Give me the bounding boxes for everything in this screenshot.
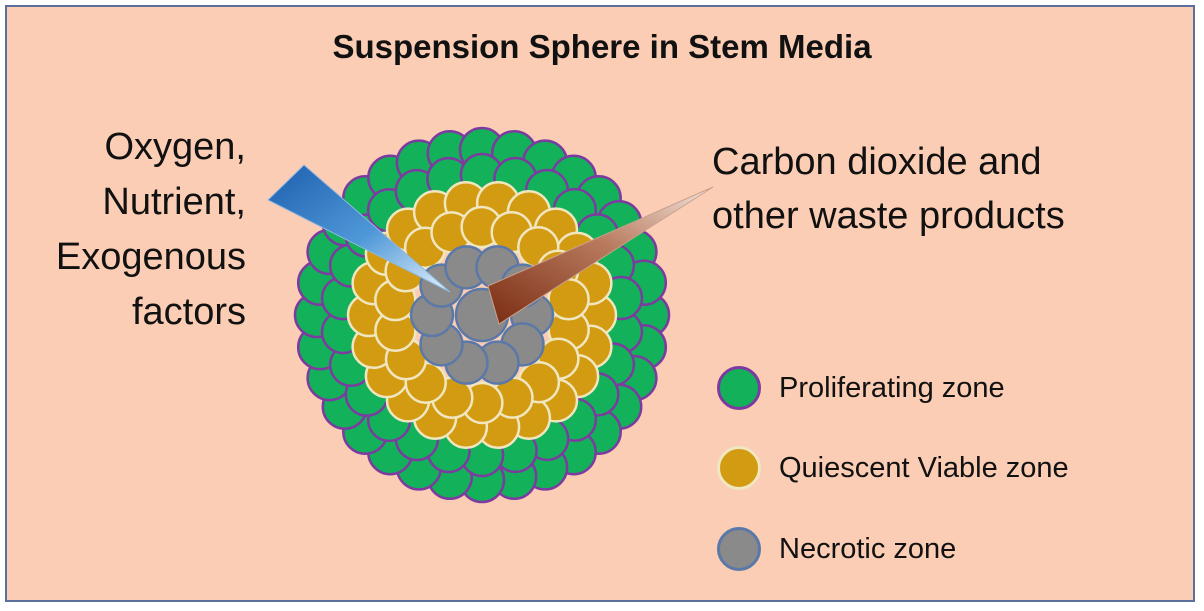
legend-quiescent: Quiescent Viable zone <box>717 446 1069 490</box>
inflow-arrow <box>267 164 451 293</box>
sphere-zones <box>293 126 671 504</box>
quiescent-swatch <box>717 446 761 490</box>
diagram-title: Suspension Sphere in Stem Media <box>332 28 872 65</box>
outflow-label: Carbon dioxide and other waste products <box>712 135 1065 243</box>
legend-necrotic: Necrotic zone <box>717 527 956 571</box>
inflow-label: Oxygen, Nutrient, Exogenous factors <box>56 120 246 340</box>
proliferating-swatch <box>717 366 761 410</box>
inflow-label-line: Nutrient, <box>102 181 246 223</box>
outflow-label-line: Carbon dioxide and <box>712 141 1042 183</box>
legend-label: Quiescent Viable zone <box>779 451 1069 484</box>
inflow-label-line: factors <box>131 291 246 333</box>
legend-label: Necrotic zone <box>779 532 957 565</box>
inflow-label-line: Exogenous <box>55 236 246 278</box>
outflow-arrow <box>487 186 714 325</box>
outflow-label-line: other waste products <box>712 195 1065 237</box>
inflow-label-line: Oxygen, <box>104 126 246 168</box>
legend-label: Proliferating zone <box>779 371 1005 404</box>
necrotic-swatch <box>717 527 761 571</box>
legend-proliferating: Proliferating zone <box>717 366 1005 410</box>
